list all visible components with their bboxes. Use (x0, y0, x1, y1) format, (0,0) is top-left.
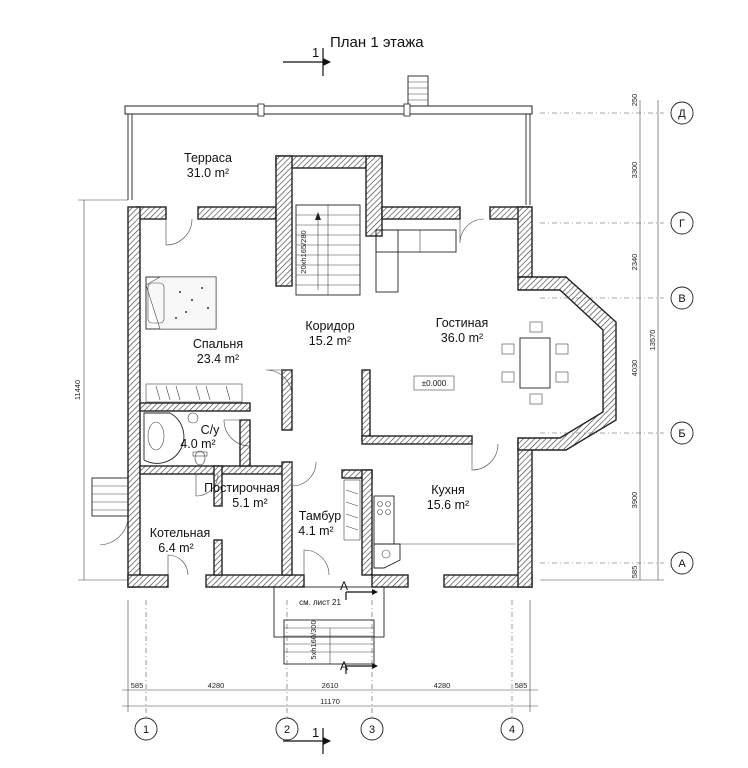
room-area-terrace: 31.0 m² (187, 166, 229, 180)
dim-right-2: 3300 (630, 162, 639, 179)
section-label-bottom: 1 (312, 725, 319, 740)
bathroom-fixtures (143, 412, 208, 466)
room-name-kitchen: Кухня (431, 483, 464, 497)
section-label-top: 1 (312, 45, 319, 60)
dim-bottom-4: 4280 (434, 681, 451, 690)
dim-right-4: 4030 (630, 360, 639, 377)
section-mark-top: 1 (283, 45, 331, 76)
axis-a: А (678, 558, 686, 570)
terrace-stair (407, 75, 429, 107)
dim-bottom-3: 2610 (322, 681, 339, 690)
doors (99, 218, 499, 576)
level-mark-text: ±0.000 (422, 379, 447, 388)
plan-title: План 1 этажа (330, 34, 424, 51)
main-stair-label: 20xh165/280 (299, 230, 308, 273)
axis-g: Г (679, 218, 685, 230)
axis-v: В (678, 293, 685, 305)
axis-b: Б (678, 428, 685, 440)
boiler-stair (91, 477, 129, 517)
section-a-label-top: A (340, 579, 348, 593)
room-name-laundry: Постирочная (204, 481, 280, 495)
left-dimension: 11440 (73, 199, 128, 581)
room-area-corridor: 15.2 m² (309, 334, 351, 348)
exterior-walls (127, 155, 617, 588)
section-a-marks: A см. лист 21 A (299, 579, 378, 674)
room-name-bathroom: С/у (201, 423, 221, 437)
room-area-laundry: 5.1 m² (232, 496, 267, 510)
dim-bottom-5: 585 (515, 681, 528, 690)
section-a-label-bottom: A (340, 659, 348, 673)
dim-right-5: 3900 (630, 492, 639, 509)
room-name-boiler: Котельная (150, 526, 211, 540)
room-area-bathroom: 4.0 m² (180, 437, 215, 451)
dim-bottom-2: 4280 (208, 681, 225, 690)
axis-4: 4 (509, 724, 515, 736)
right-dimensions: 250 3300 2340 4030 3900 585 13570 (540, 94, 664, 581)
axis-d: Д (678, 108, 686, 120)
vestibule-closet (343, 479, 361, 541)
room-name-terrace: Терраса (184, 151, 232, 165)
axis-3: 3 (369, 724, 375, 736)
dim-right-3: 2340 (630, 254, 639, 271)
room-name-corridor: Коридор (305, 319, 354, 333)
room-labels: Терраса 31.0 m² Спальня 23.4 m² Коридор … (150, 151, 488, 555)
entry-stair-label: 5xh160/300 (309, 620, 318, 659)
room-area-living: 36.0 m² (441, 331, 483, 345)
level-mark: ±0.000 (413, 375, 455, 391)
interior-walls (139, 369, 473, 576)
dim-bottom-total: 11170 (320, 697, 340, 706)
dim-right-1: 250 (630, 94, 639, 107)
room-area-boiler: 6.4 m² (158, 541, 193, 555)
main-stair: 20xh165/280 (295, 204, 361, 296)
dim-left: 11440 (73, 380, 82, 400)
axis-1: 1 (143, 724, 149, 736)
axis-2: 2 (284, 724, 290, 736)
dim-right-6: 585 (630, 566, 639, 579)
kitchen-units (373, 495, 516, 569)
room-area-bedroom: 23.4 m² (197, 352, 239, 366)
entry-porch: 5xh160/300 (273, 586, 385, 665)
dim-right-total: 13570 (648, 330, 657, 351)
room-area-vestibule: 4.1 m² (298, 524, 333, 538)
wardrobe (145, 383, 243, 403)
section-mark-bottom: 1 (283, 725, 331, 754)
axis-bubbles: 1 2 3 4 Д Г В Б А (134, 101, 694, 741)
sofa (375, 229, 457, 293)
dining-table (501, 321, 569, 405)
bottom-dimensions: 585 4280 2610 4280 585 11170 (122, 600, 538, 718)
dim-bottom-1: 585 (131, 681, 144, 690)
room-name-vestibule: Тамбур (299, 509, 341, 523)
terrace (124, 103, 533, 205)
sheet-reference: см. лист 21 (299, 598, 341, 607)
bed (145, 276, 217, 330)
room-name-living: Гостиная (436, 316, 488, 330)
room-area-kitchen: 15.6 m² (427, 498, 469, 512)
room-name-bedroom: Спальня (193, 337, 243, 351)
